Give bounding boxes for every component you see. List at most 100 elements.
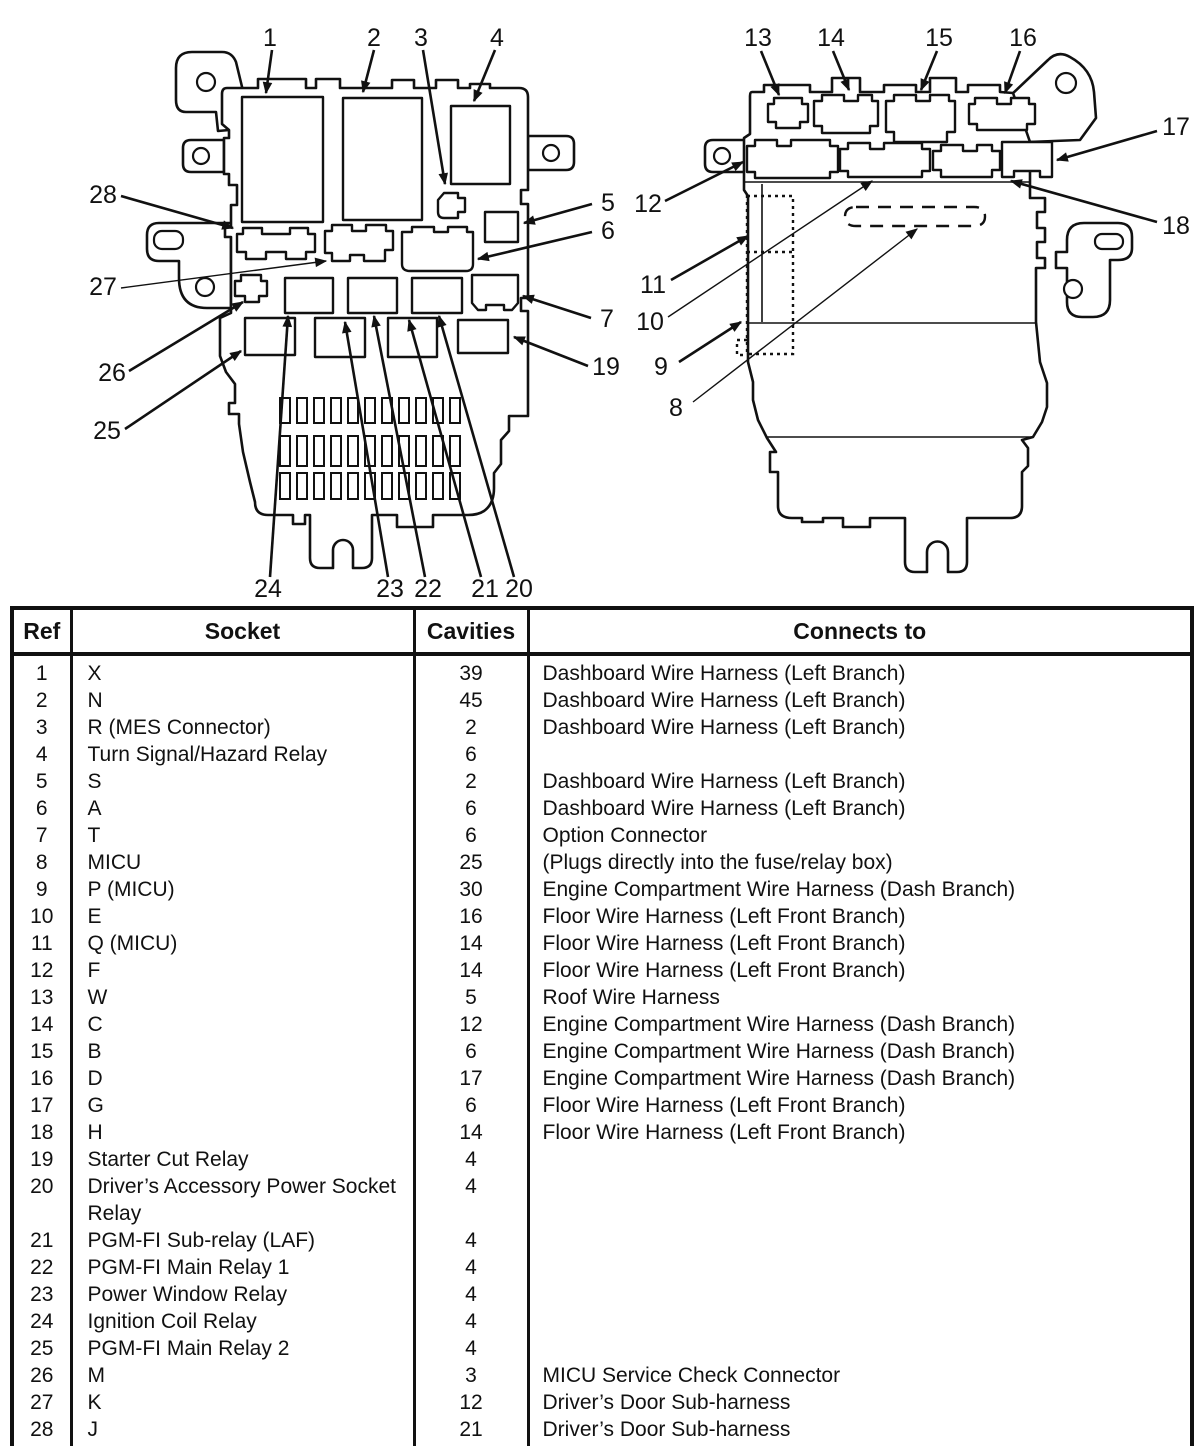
socket-c-connector xyxy=(812,93,880,135)
mount-hole xyxy=(541,143,561,163)
cell-socket: B xyxy=(69,1038,414,1065)
socket-g-connector xyxy=(1000,140,1054,179)
callout-label-3: 3 xyxy=(414,24,428,52)
cell-cavities: 21 xyxy=(412,1416,528,1446)
cell-socket: PGM-FI Main Relay 2 xyxy=(69,1335,414,1362)
cell-ref: 28 xyxy=(30,1418,54,1441)
callout-labels-front: 1 2 3 4 5 6 7 19 20 21 22 23 24 25 26 27 xyxy=(89,24,620,603)
cell-socket: G xyxy=(69,1092,414,1119)
cell-cavities: 5 xyxy=(412,984,528,1011)
cell-cavities: 12 xyxy=(412,1389,528,1416)
cell-connects: Engine Compartment Wire Harness (Dash Br… xyxy=(526,1038,1192,1065)
callout-label-4: 4 xyxy=(490,24,504,52)
cell-socket: T xyxy=(69,822,414,849)
callout-arrow-22 xyxy=(371,314,427,578)
cell-cavities: 4 xyxy=(412,1281,528,1308)
cell-cavities: 2 xyxy=(412,714,528,741)
cell-connects xyxy=(526,1146,1192,1173)
callout-arrow-1 xyxy=(262,49,274,95)
cell-ref: 20 xyxy=(30,1175,54,1198)
callout-arrow-7 xyxy=(521,294,592,320)
cell-ref: 11 xyxy=(30,932,53,955)
callout-label-18: 18 xyxy=(1162,212,1190,240)
cell-connects xyxy=(526,741,1192,768)
cell-cavities: 14 xyxy=(412,930,528,957)
cell-ref: 8 xyxy=(35,851,48,874)
callout-label-21: 21 xyxy=(471,575,499,603)
cell-cavities: 4 xyxy=(412,1146,528,1173)
cell-cavities: 4 xyxy=(412,1308,528,1335)
callout-label-20: 20 xyxy=(505,575,533,603)
callout-label-19: 19 xyxy=(592,353,620,381)
callout-label-14: 14 xyxy=(817,24,845,52)
cell-connects: Option Connector xyxy=(526,822,1192,849)
fuse-box-outline-rear xyxy=(742,76,1049,574)
callout-arrows-front xyxy=(120,49,593,578)
callout-arrow-17 xyxy=(1055,129,1158,162)
cell-ref: 6 xyxy=(35,797,48,820)
callout-arrow-25 xyxy=(124,349,242,431)
cell-socket: Starter Cut Relay xyxy=(69,1146,414,1173)
cell-ref: 13 xyxy=(30,986,54,1009)
callout-arrow-20 xyxy=(437,314,516,578)
callout-label-27: 27 xyxy=(89,273,117,301)
figure-fuse-relay-box: 1 2 3 4 5 6 7 19 20 21 22 23 24 25 26 27 xyxy=(0,0,1200,605)
cell-cavities: 6 xyxy=(412,795,528,822)
callout-arrow-6 xyxy=(476,230,593,262)
bracket-slot xyxy=(1093,232,1125,251)
cell-socket: J xyxy=(69,1416,414,1446)
cell-cavities: 6 xyxy=(412,1092,528,1119)
cell-cavities: 6 xyxy=(412,822,528,849)
cell-socket: PGM-FI Sub-relay (LAF) xyxy=(69,1227,414,1254)
cell-ref: 19 xyxy=(30,1148,54,1171)
callout-label-12: 12 xyxy=(634,190,662,218)
cell-socket: Power Window Relay xyxy=(69,1281,414,1308)
cell-cavities: 45 xyxy=(412,687,528,714)
fuse-box-front-view: 1 2 3 4 5 6 7 19 20 21 22 23 24 25 26 27 xyxy=(89,24,620,603)
socket-s-block xyxy=(483,210,520,244)
cell-ref: 27 xyxy=(30,1391,54,1414)
callout-label-28: 28 xyxy=(89,181,117,209)
cell-socket: X xyxy=(69,654,414,687)
cell-connects: Dashboard Wire Harness (Left Branch) xyxy=(526,714,1192,741)
cell-connects xyxy=(526,1281,1192,1308)
fuse-box-rear-view: 8 9 10 11 12 13 14 15 16 17 18 xyxy=(634,24,1190,574)
cell-cavities: 6 xyxy=(412,741,528,768)
cell-connects: Roof Wire Harness xyxy=(526,984,1192,1011)
cell-connects: Dashboard Wire Harness (Left Branch) xyxy=(526,768,1192,795)
mount-hole xyxy=(1054,71,1078,95)
callout-label-7: 7 xyxy=(600,305,614,333)
fuse-relay-box-diagram: 1 2 3 4 5 6 7 19 20 21 22 23 24 25 26 27 xyxy=(89,24,1190,603)
relay-socket xyxy=(410,276,464,315)
cell-ref: 23 xyxy=(30,1283,54,1306)
cell-ref: 12 xyxy=(30,959,54,982)
callout-label-23: 23 xyxy=(376,575,404,603)
socket-f-connector xyxy=(745,138,840,180)
socket-e-connector xyxy=(838,141,932,179)
callout-label-2: 2 xyxy=(367,24,381,52)
cell-ref: 1 xyxy=(35,662,48,685)
callout-arrow-18 xyxy=(1009,179,1158,224)
cell-cavities: 3 xyxy=(412,1362,528,1389)
callout-label-17: 17 xyxy=(1162,113,1190,141)
cell-socket: Turn Signal/Hazard Relay xyxy=(69,741,414,768)
mount-hole xyxy=(194,276,216,298)
callout-arrow-21 xyxy=(407,318,483,578)
fuse-slot-grid xyxy=(279,397,461,500)
callout-arrow-2 xyxy=(361,49,376,94)
callout-arrow-26 xyxy=(128,300,245,373)
relay-socket xyxy=(283,276,335,315)
